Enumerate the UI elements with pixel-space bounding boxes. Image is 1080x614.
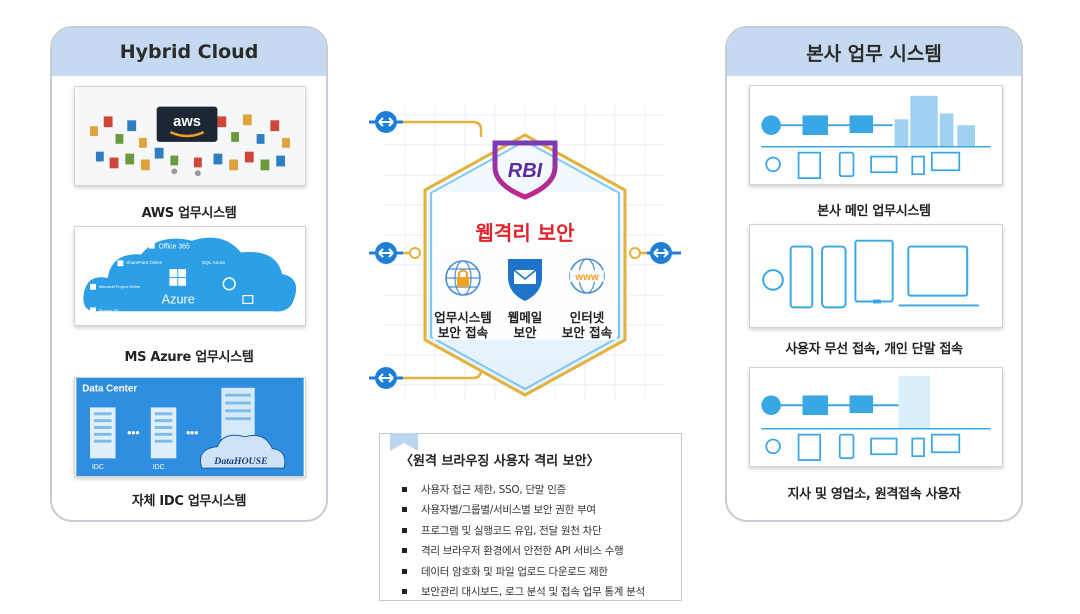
- mobile-phone-icon: [789, 245, 814, 309]
- wireless-card: [749, 224, 1003, 328]
- rbi-shield-logo: RBI: [492, 140, 558, 200]
- idc-caption: 자체 IDC 업무시스템: [131, 494, 247, 509]
- list-item: 사용자별/그룹별/서비스별 보안 권한 부여: [402, 500, 645, 521]
- pc-icon: [911, 155, 925, 176]
- building-icon: [894, 95, 975, 147]
- aws-card: aws: [74, 86, 306, 186]
- switch-icon: [849, 115, 874, 134]
- hq-main-card: [749, 85, 1003, 185]
- monitor-icon: [930, 151, 961, 172]
- svg-text:•••: •••: [127, 427, 139, 440]
- info-title: 〈원격 브라우징 사용자 격리 보안〉: [400, 454, 600, 469]
- smartphone-icon: [821, 245, 847, 309]
- rbi-title: 웹격리 보안: [475, 221, 575, 245]
- info-list: 사용자 접근 제한, SSO, 단말 인증 사용자별/그룹별/서비스별 보안 권…: [402, 479, 645, 602]
- windows-logo-icon: [169, 269, 187, 286]
- server-rack-icon: [90, 407, 116, 459]
- laptop-icon: [870, 437, 898, 456]
- building-icon: [898, 375, 930, 429]
- server-icon: [797, 151, 822, 180]
- list-item: 사용자 접근 제한, SSO, 단말 인증: [402, 479, 645, 500]
- laptop-icon: [870, 155, 898, 174]
- phone-icon: [838, 433, 855, 460]
- www-text: www: [574, 272, 599, 283]
- feature-webmail: 웹메일 보안: [507, 310, 543, 340]
- bidirectional-arrow-icon: [369, 367, 403, 389]
- router-icon: [761, 115, 781, 135]
- project-label: Microsoft Project Online: [99, 284, 140, 289]
- datahouse-label: DataHOUSE: [213, 456, 268, 467]
- list-item: 보안관리 대시보드, 로그 분석 및 접속 업무 통계 분석: [402, 582, 645, 603]
- datahouse-building-icon: [200, 387, 286, 469]
- aws-caption: AWS 업무시스템: [141, 206, 237, 221]
- sharepoint-label: SharePoint Online: [126, 260, 162, 265]
- pc-icon: [911, 437, 925, 458]
- branch-caption: 지사 및 영업소, 원격접속 사용자: [787, 487, 961, 502]
- mail-shield-icon: [508, 259, 542, 301]
- list-item: 프로그램 및 실행코드 유입, 전달 원천 차단: [402, 520, 645, 541]
- hq-main-caption: 본사 메인 업무시스템: [817, 204, 931, 219]
- aws-icons-illustration: aws: [76, 87, 304, 185]
- server-rack-icon: [150, 407, 177, 459]
- azure-cloud-illustration: Office 365 SharePoint Online SQL Azure M…: [76, 227, 304, 325]
- list-item: 격리 브라우저 환경에서 안전한 API 서비스 수행: [402, 541, 645, 562]
- firewall-icon: [802, 395, 828, 416]
- switch-icon: [849, 395, 874, 414]
- aws-logo-text: aws: [173, 114, 201, 130]
- devices-illustration: [751, 225, 1001, 327]
- phone-icon: [838, 151, 855, 178]
- rbi-feature-box: 〈원격 브라우징 사용자 격리 보안〉 사용자 접근 제한, SSO, 단말 인…: [379, 433, 682, 601]
- azure-caption: MS Azure 업무시스템: [124, 350, 254, 365]
- data-center-illustration: Data Center ••• ••• IDC IDC: [76, 378, 304, 476]
- office-label: Office 365: [159, 244, 190, 251]
- monitor-icon: [930, 433, 961, 454]
- rbi-hub: RBI www 웹격리 보안 업무시스템 보안 접속 웹메일 보안: [365, 95, 685, 410]
- list-item: 데이터 암호화 및 파일 업로드 다운로드 제한: [402, 561, 645, 582]
- hq-network-illustration: [751, 86, 1001, 184]
- hybrid-cloud-title: Hybrid Cloud: [52, 28, 326, 76]
- aws-service-icons: [90, 114, 290, 177]
- wifi-icon: [762, 269, 784, 291]
- server-icon: [797, 433, 822, 462]
- idc-label: IDC: [153, 464, 165, 471]
- wireless-caption: 사용자 무선 접속, 개인 단말 접속: [785, 342, 963, 357]
- feature-internet-access: 인터넷 보안 접속: [561, 310, 613, 340]
- azure-logo-text: Azure: [162, 291, 195, 306]
- camera-icon: [765, 156, 781, 173]
- idc-card: Data Center ••• ••• IDC IDC: [74, 377, 306, 477]
- idc-label: IDC: [92, 464, 104, 471]
- branch-card: [749, 367, 1003, 467]
- hybrid-cloud-panel: Hybrid Cloud: [50, 26, 328, 522]
- hq-system-panel: 본사 업무 시스템: [725, 26, 1023, 522]
- laptop-icon: [907, 245, 969, 297]
- bookmark-tab-icon: [390, 433, 418, 451]
- sql-label: SQL Azure: [202, 260, 226, 266]
- lock-globe-icon: [445, 260, 481, 296]
- bidirectional-arrow-icon: [369, 111, 403, 133]
- camera-icon: [765, 438, 781, 455]
- data-center-title: Data Center: [82, 384, 137, 395]
- azure-card: Office 365 SharePoint Online SQL Azure M…: [74, 226, 306, 326]
- bidirectional-arrow-icon: [647, 242, 681, 264]
- www-icon: www: [569, 258, 605, 294]
- svg-text:•••: •••: [186, 427, 198, 440]
- firewall-icon: [802, 115, 828, 135]
- rbi-logo-text: RBI: [508, 160, 543, 182]
- azure-cloud-shape: [83, 237, 297, 312]
- bidirectional-arrow-icon: [369, 242, 403, 264]
- branch-network-illustration: [751, 368, 1001, 466]
- feature-system-access: 업무시스템 보안 접속: [434, 310, 492, 340]
- hq-system-title: 본사 업무 시스템: [727, 28, 1021, 76]
- rbi-hub-graphic: RBI www: [369, 105, 681, 400]
- router-icon: [761, 395, 781, 416]
- powerbi-label: Power BI: [99, 308, 119, 314]
